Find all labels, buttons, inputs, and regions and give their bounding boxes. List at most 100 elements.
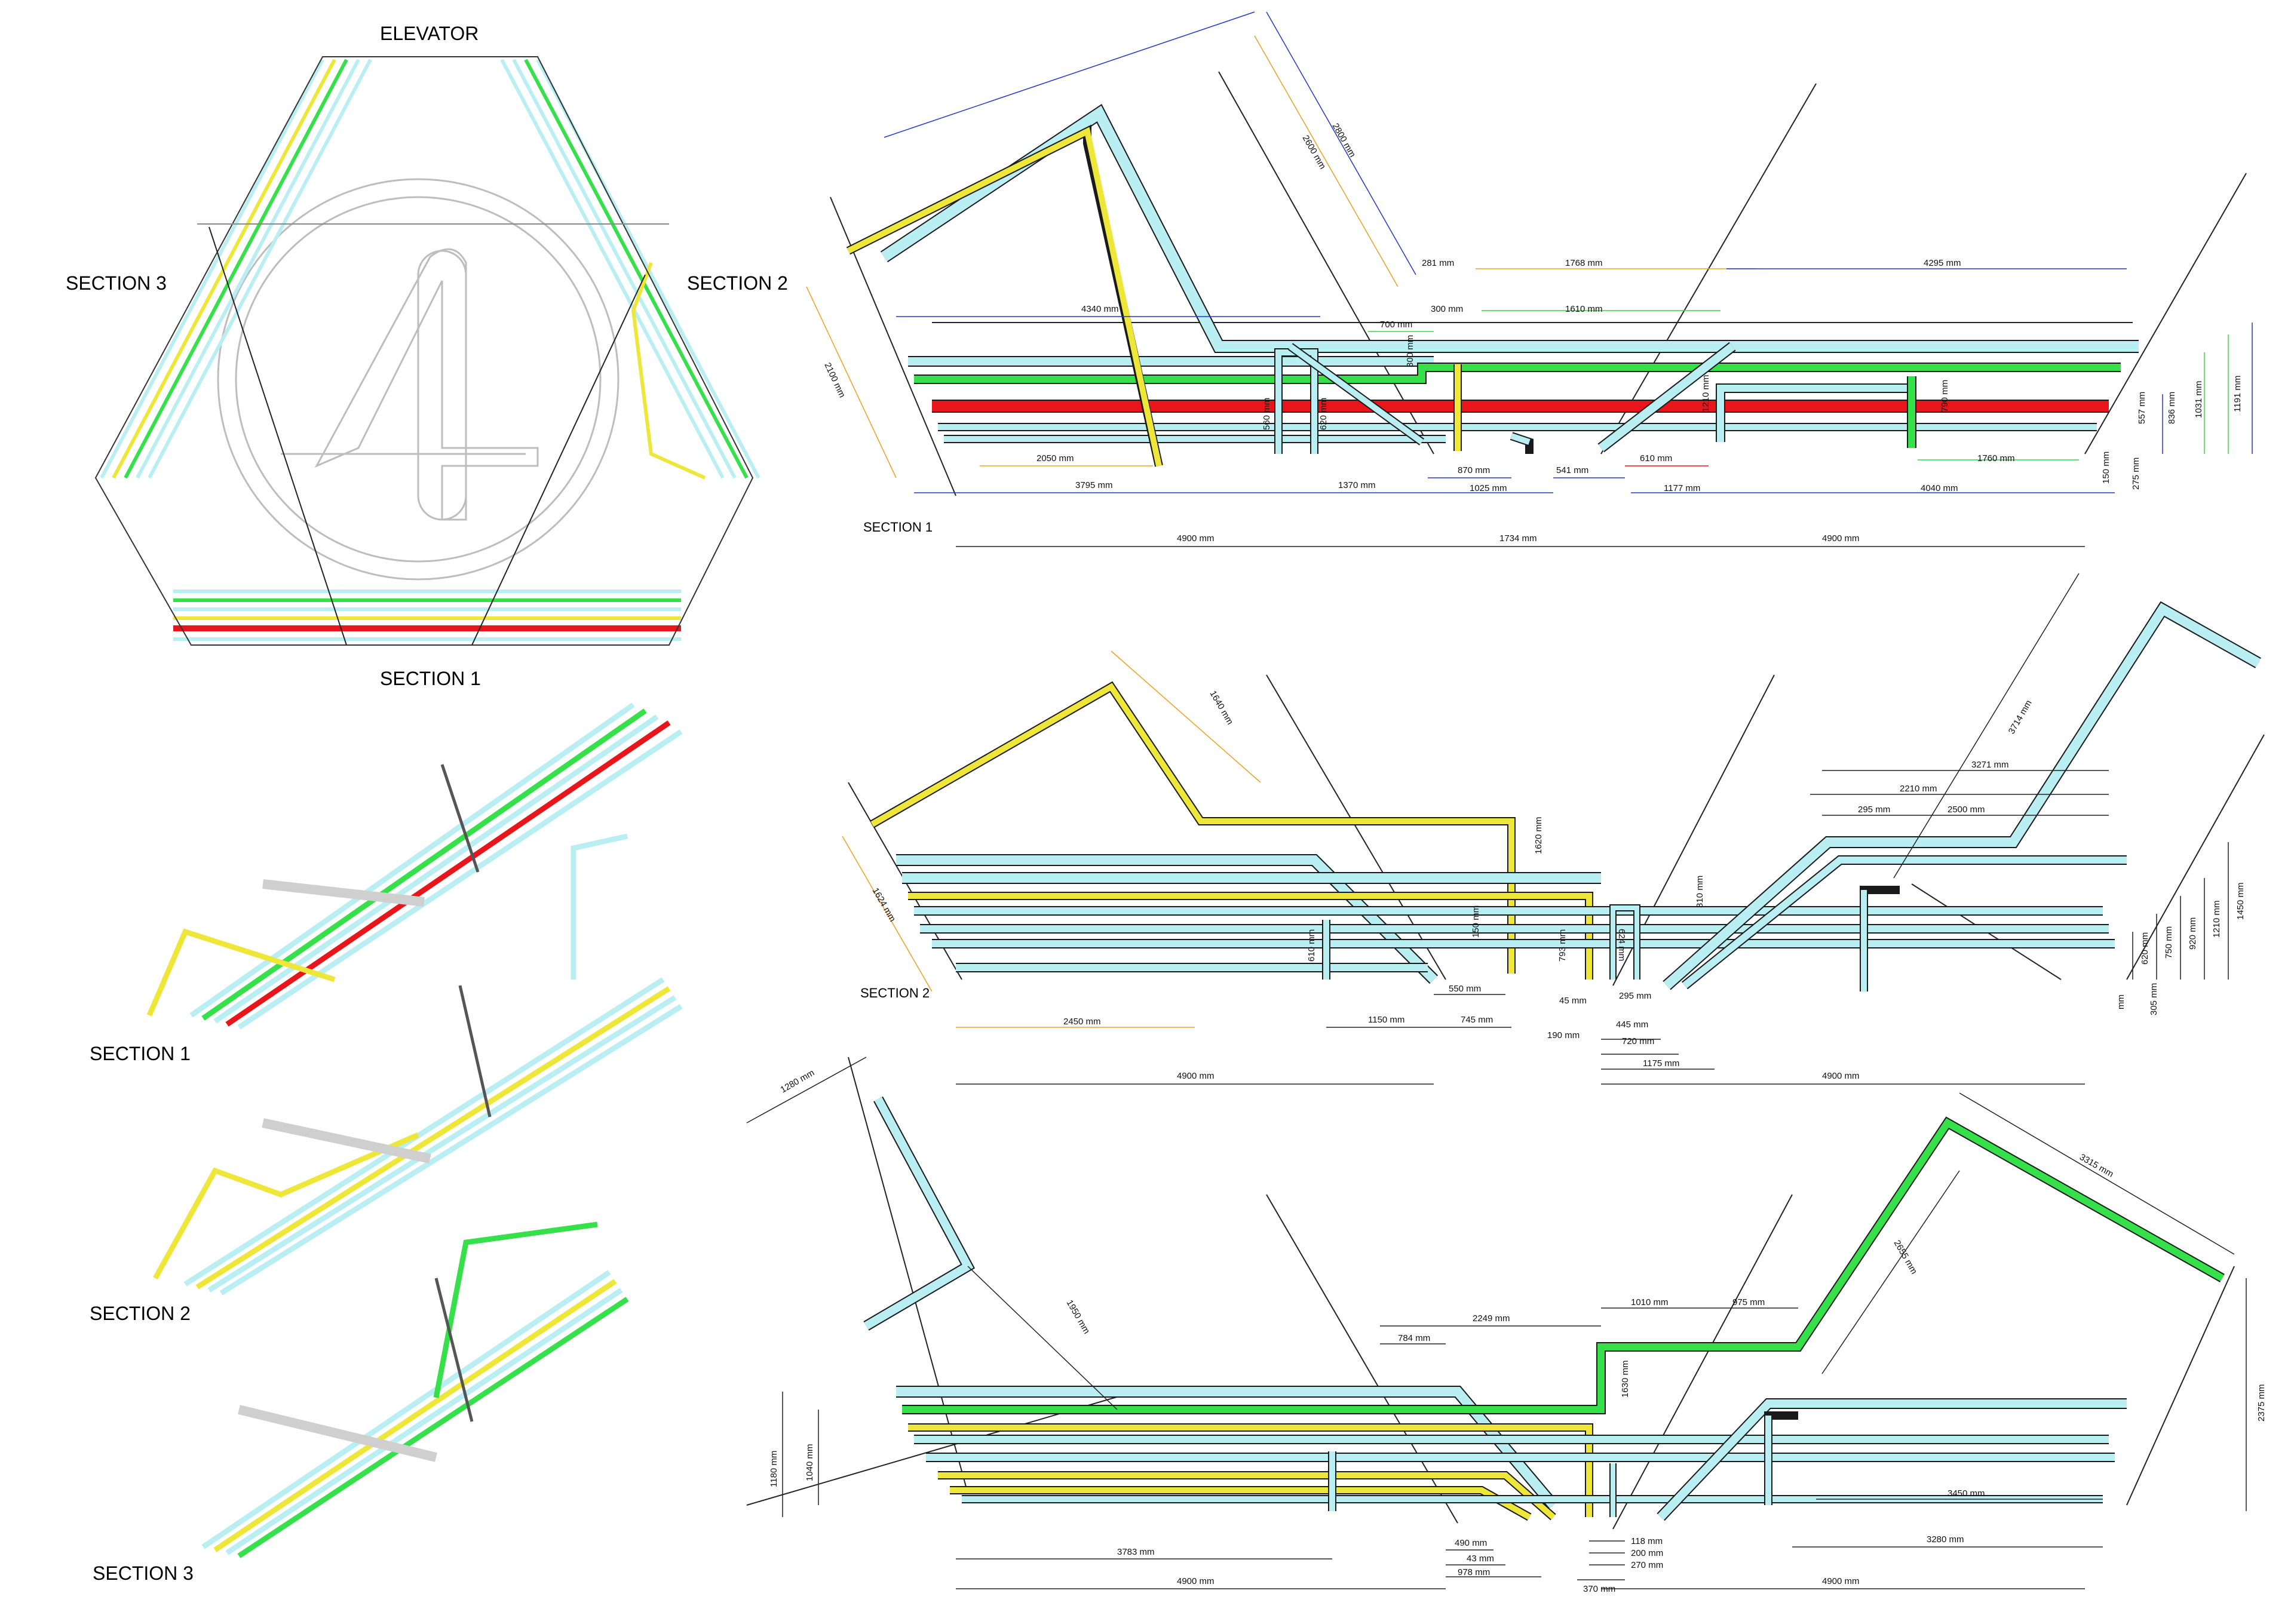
- axo-section1-label: SECTION 1: [90, 1043, 191, 1064]
- plan-pipe-bundle-top-left: [100, 59, 372, 479]
- dim-label: 557 mm: [2137, 392, 2147, 424]
- section1-dimension-labels: 2800 mm 2600 mm 2100 mm 4340 mm 281 mm 1…: [822, 122, 2243, 544]
- dim-label: 1610 mm: [1565, 304, 1603, 314]
- dim-label: 3714 mm: [2007, 698, 2034, 736]
- dim-label: 3783 mm: [1117, 1547, 1155, 1557]
- dim-label: 3280 mm: [1927, 1534, 1964, 1545]
- section2-elevation: 1640 mm 1624 mm 2450 mm 1620 mm 610 mm 1…: [842, 573, 2265, 1085]
- dim-label: 2249 mm: [1473, 1313, 1510, 1324]
- section3-dimension-lines: [746, 1057, 2247, 1589]
- plan-section1-label: SECTION 1: [380, 668, 481, 689]
- plan-hexagon-outline: [94, 56, 754, 646]
- dim-label: 4900 mm: [1822, 1071, 1860, 1081]
- dim-label: 1180 mm: [769, 1451, 779, 1487]
- dim-label: 1640 mm: [1208, 689, 1235, 727]
- dim-label: 836 mm: [2167, 392, 2177, 424]
- section2-label: SECTION 2: [860, 986, 930, 1000]
- section1-label: SECTION 1: [863, 520, 933, 535]
- axo-section2-label: SECTION 2: [90, 1303, 191, 1324]
- plan-section3-label: SECTION 3: [66, 272, 167, 294]
- dim-label: 2050 mm: [1036, 453, 1074, 463]
- dim-label: 793 mm: [1557, 929, 1568, 962]
- dim-label: 295 mm: [1619, 991, 1651, 1001]
- axo-section3-label: SECTION 3: [93, 1562, 194, 1584]
- section2-dimension-labels: 1640 mm 1624 mm 2450 mm 1620 mm 610 mm 1…: [870, 689, 2246, 1082]
- section1-boundary-lines: [830, 71, 2247, 496]
- dim-label: 1175 mm: [1643, 1058, 1679, 1069]
- dim-label: 305 mm: [2149, 983, 2159, 1015]
- plan-elevator-label: ELEVATOR: [380, 23, 479, 44]
- axo-section2-drawing: [153, 833, 683, 1295]
- dim-label: 2500 mm: [1948, 805, 1985, 815]
- dim-label: 45 mm: [1559, 996, 1587, 1006]
- plan-view: ELEVATOR SECTION 1 SECTION 2 SECTION 3: [66, 23, 788, 689]
- dim-label: 610 mm: [1640, 453, 1672, 463]
- dim-label: 2210 mm: [1900, 784, 1937, 794]
- dim-label: 870 mm: [1458, 465, 1490, 475]
- dim-label: 4295 mm: [1924, 258, 1961, 268]
- dim-label: 295 mm: [1858, 805, 1890, 815]
- dim-label: 1620 mm: [1534, 816, 1544, 854]
- dim-label: 200 mm: [1631, 1548, 1663, 1558]
- plan-pipe-bundle-bottom: [173, 590, 681, 641]
- dim-label: 620 mm: [2140, 932, 2150, 965]
- section1-elevation: 2800 mm 2600 mm 2100 mm 4340 mm 281 mm 1…: [806, 11, 2253, 547]
- dim-label: 750 mm: [2164, 926, 2174, 959]
- dim-label: 978 mm: [1458, 1567, 1490, 1577]
- dim-label: 4900 mm: [1177, 533, 1215, 544]
- dim-label: 1210 mm: [1701, 374, 1711, 412]
- dim-label: 1450 mm: [2235, 882, 2246, 920]
- section3-pipes: [863, 1096, 2225, 1521]
- dim-label: 281 mm: [1422, 258, 1454, 268]
- dim-label: 1191 mm: [2232, 376, 2243, 412]
- dim-label: 720 mm: [1622, 1036, 1654, 1046]
- dim-label: 745 mm: [1461, 1015, 1493, 1025]
- section2-dimension-lines: [842, 573, 2229, 1085]
- section3-boundary-lines: [746, 1057, 2235, 1530]
- dim-label: 1210 mm: [2212, 900, 2222, 938]
- dim-label: 700 mm: [1380, 320, 1412, 330]
- dim-label: 3795 mm: [1075, 480, 1113, 490]
- dim-label: 1370 mm: [1338, 480, 1376, 490]
- dim-label: 560 mm: [1262, 398, 1272, 430]
- section1-pipes: [846, 104, 2139, 467]
- dim-label: 610 mm: [1307, 929, 1317, 962]
- axonometric-views: SECTION 1 SECTION 2 SECTION 3: [90, 702, 683, 1584]
- dim-label: 1280 mm: [779, 1067, 817, 1095]
- dim-label: 310 mm: [1695, 876, 1705, 908]
- dim-label: 118 mm: [1631, 1536, 1663, 1546]
- dim-label: 4340 mm: [1081, 304, 1119, 314]
- dim-label: 4900 mm: [1822, 533, 1860, 544]
- pipe-cyan-upper: [880, 104, 2139, 353]
- dim-label: 190 mm: [1547, 1030, 1580, 1040]
- dim-label: 1630 mm: [1620, 1360, 1630, 1398]
- dim-label: 975 mm: [1732, 1297, 1765, 1307]
- dim-label: 4900 mm: [1822, 1576, 1860, 1586]
- dim-label: 1040 mm: [805, 1444, 815, 1481]
- dim-label: 43 mm: [1467, 1554, 1494, 1564]
- dim-label: 1624 mm: [870, 886, 898, 924]
- dim-label: 1150 mm: [1368, 1015, 1404, 1025]
- dim-label: 4040 mm: [1921, 483, 1958, 493]
- plan-section2-label: SECTION 2: [687, 272, 788, 294]
- dim-label: 2655 mm: [1892, 1239, 1919, 1276]
- axo-section3-drawing: [201, 1221, 629, 1558]
- dim-label: 1734 mm: [1499, 533, 1537, 544]
- dim-label: 790 mm: [1940, 380, 1950, 412]
- dim-label: mm: [2116, 994, 2126, 1009]
- axo-section1-drawing: [146, 702, 683, 1030]
- dim-label: 445 mm: [1616, 1020, 1648, 1030]
- dim-label: 1768 mm: [1565, 258, 1603, 268]
- dim-label: 620 mm: [1318, 398, 1329, 430]
- dim-label: 300 mm: [1405, 335, 1415, 367]
- dim-label: 920 mm: [2188, 917, 2198, 950]
- dim-label: 1025 mm: [1470, 483, 1507, 493]
- dim-label: 4900 mm: [1177, 1071, 1215, 1081]
- elevator-shaft: [217, 178, 619, 581]
- plan-pipe-bundle-top-right: [500, 59, 760, 480]
- dim-label: 550 mm: [1449, 984, 1481, 994]
- dim-label: 150 mm: [2101, 452, 2111, 484]
- dim-label: 1031 mm: [2194, 380, 2204, 418]
- dim-label: 370 mm: [1583, 1584, 1615, 1594]
- dim-label: 270 mm: [1631, 1560, 1663, 1570]
